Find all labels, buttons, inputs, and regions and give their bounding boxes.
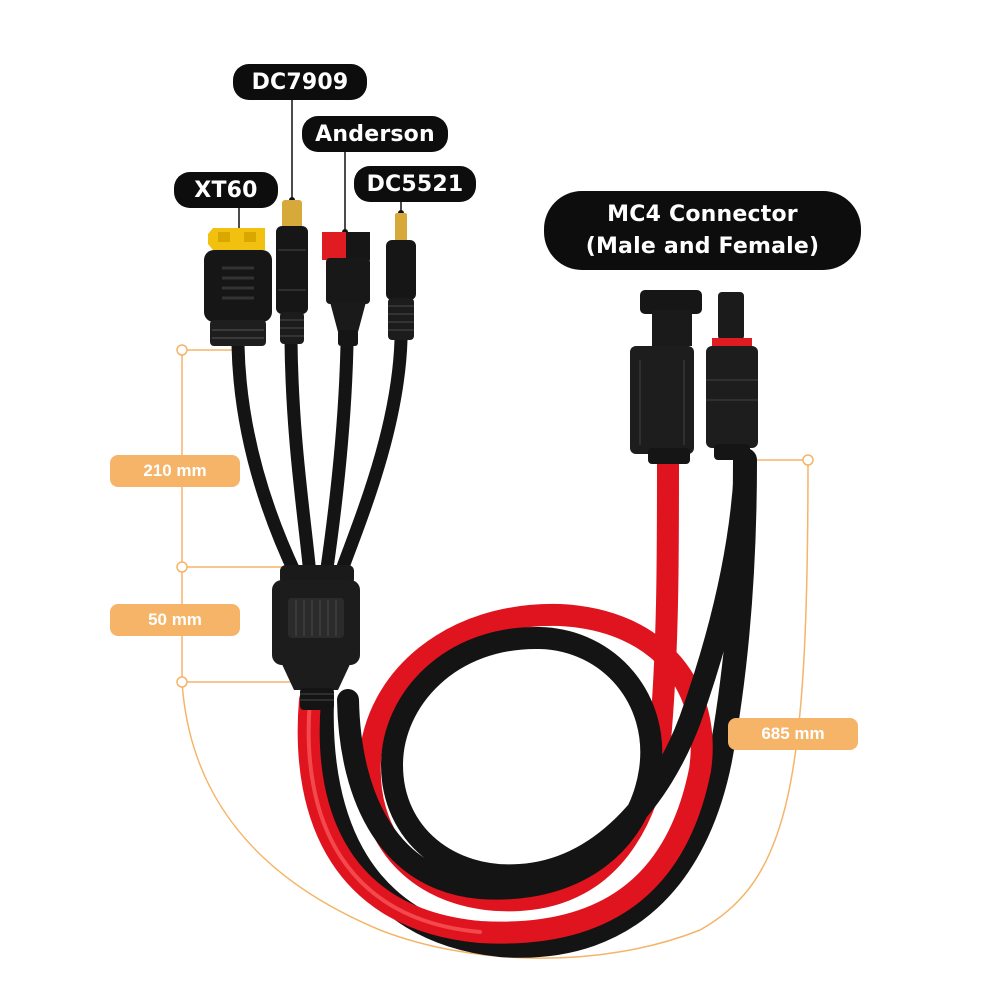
label-anderson: Anderson (302, 116, 448, 152)
length-guide-curve (181, 459, 809, 959)
label-mc4-line2: (Male and Female) (585, 233, 820, 259)
dimension-685mm: 685 mm (728, 718, 858, 750)
splitter-block (272, 565, 360, 710)
dimension-210mm: 210 mm (110, 455, 240, 487)
label-dc5521: DC5521 (354, 166, 476, 202)
label-mc4-line1: MC4 Connector (607, 201, 798, 227)
label-xt60: XT60 (174, 172, 278, 208)
coiled-cable (297, 448, 757, 958)
branch-cables (231, 333, 408, 582)
dc5521-connector (386, 213, 416, 340)
dc7909-connector (276, 200, 308, 344)
label-dc7909: DC7909 (233, 64, 367, 100)
anderson-connector (322, 232, 370, 346)
guide-dots (176, 344, 814, 688)
mc4-male-connector (706, 292, 758, 460)
dimension-50mm: 50 mm (110, 604, 240, 636)
xt60-connector (204, 228, 272, 346)
mc4-female-connector (630, 290, 702, 464)
label-mc4-connector: MC4 Connector (Male and Female) (544, 191, 861, 270)
